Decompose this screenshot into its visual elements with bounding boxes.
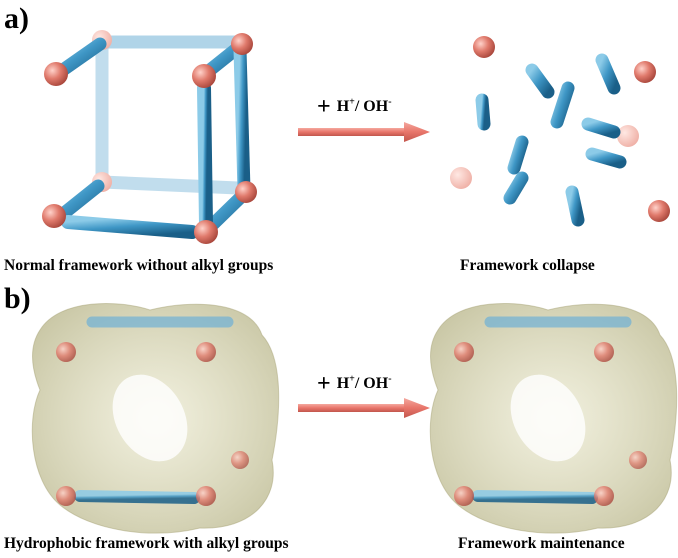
metal-node — [42, 204, 66, 228]
reaction-condition: +H+/ OH- — [317, 95, 392, 119]
caption-hydrophobic-framework: Hydrophobic framework with alkyl groups — [4, 535, 289, 552]
linker-rod — [585, 147, 627, 169]
metal-node — [594, 486, 614, 506]
metal-node — [196, 486, 216, 506]
pore — [112, 374, 188, 462]
intact-framework-cube — [42, 30, 257, 244]
metal-node — [648, 200, 670, 222]
metal-node — [454, 342, 474, 362]
linker-rod — [565, 185, 585, 227]
linker-rod — [595, 53, 621, 95]
metal-node — [634, 61, 656, 83]
hydroxide-symbol: OH — [363, 98, 389, 115]
panel-label-b: b) — [4, 282, 31, 315]
metal-node — [629, 451, 647, 469]
hydroxide-symbol: OH — [363, 375, 389, 392]
linker-rod — [475, 93, 491, 131]
caption-normal-framework: Normal framework without alkyl groups — [4, 257, 274, 274]
caption-framework-collapse: Framework collapse — [460, 257, 595, 274]
metal-node — [473, 36, 495, 58]
collapsed-fragments — [450, 36, 670, 227]
metal-node — [594, 342, 614, 362]
metal-node — [194, 220, 218, 244]
linker-rod — [503, 171, 529, 205]
reaction-condition: +H+/ OH- — [317, 372, 392, 396]
linker-rod — [74, 490, 200, 504]
metal-node — [231, 451, 249, 469]
linker-rod — [53, 37, 107, 79]
proton-symbol: H — [336, 98, 350, 115]
linker-rod — [95, 175, 245, 195]
reaction-separator: / — [354, 98, 364, 115]
plus-sign: + — [317, 371, 331, 397]
linker-rod — [550, 81, 575, 129]
proton-charge: + — [349, 96, 355, 108]
metal-node — [235, 181, 257, 203]
panel-label-a: a) — [4, 2, 29, 35]
plus-sign: + — [317, 94, 331, 120]
pore — [510, 374, 586, 462]
caption-framework-maintenance: Framework maintenance — [458, 535, 625, 552]
reaction-separator: / — [354, 375, 364, 392]
linker-rod — [581, 117, 621, 139]
linker-rod — [61, 215, 199, 239]
linker-rod — [525, 63, 555, 99]
metal-node — [454, 486, 474, 506]
linker-rod — [233, 43, 251, 197]
metal-node — [44, 62, 68, 86]
hydrophobic-framework-cube — [31, 303, 280, 534]
linker-rod — [507, 135, 529, 175]
metal-node — [617, 125, 639, 147]
proton-charge: + — [349, 373, 355, 385]
metal-node — [56, 486, 76, 506]
linker-rod — [197, 81, 213, 231]
maintained-framework-cube — [429, 303, 678, 534]
proton-symbol: H — [336, 375, 350, 392]
metal-node — [192, 64, 216, 88]
hydroxide-charge: - — [388, 373, 392, 385]
metal-node — [56, 342, 76, 362]
metal-node — [231, 33, 253, 55]
reaction-arrow — [298, 398, 430, 418]
metal-node — [196, 342, 216, 362]
linker-rod — [472, 490, 598, 504]
reaction-arrow — [298, 122, 430, 142]
metal-node — [450, 167, 472, 189]
hydroxide-charge: - — [388, 96, 392, 108]
